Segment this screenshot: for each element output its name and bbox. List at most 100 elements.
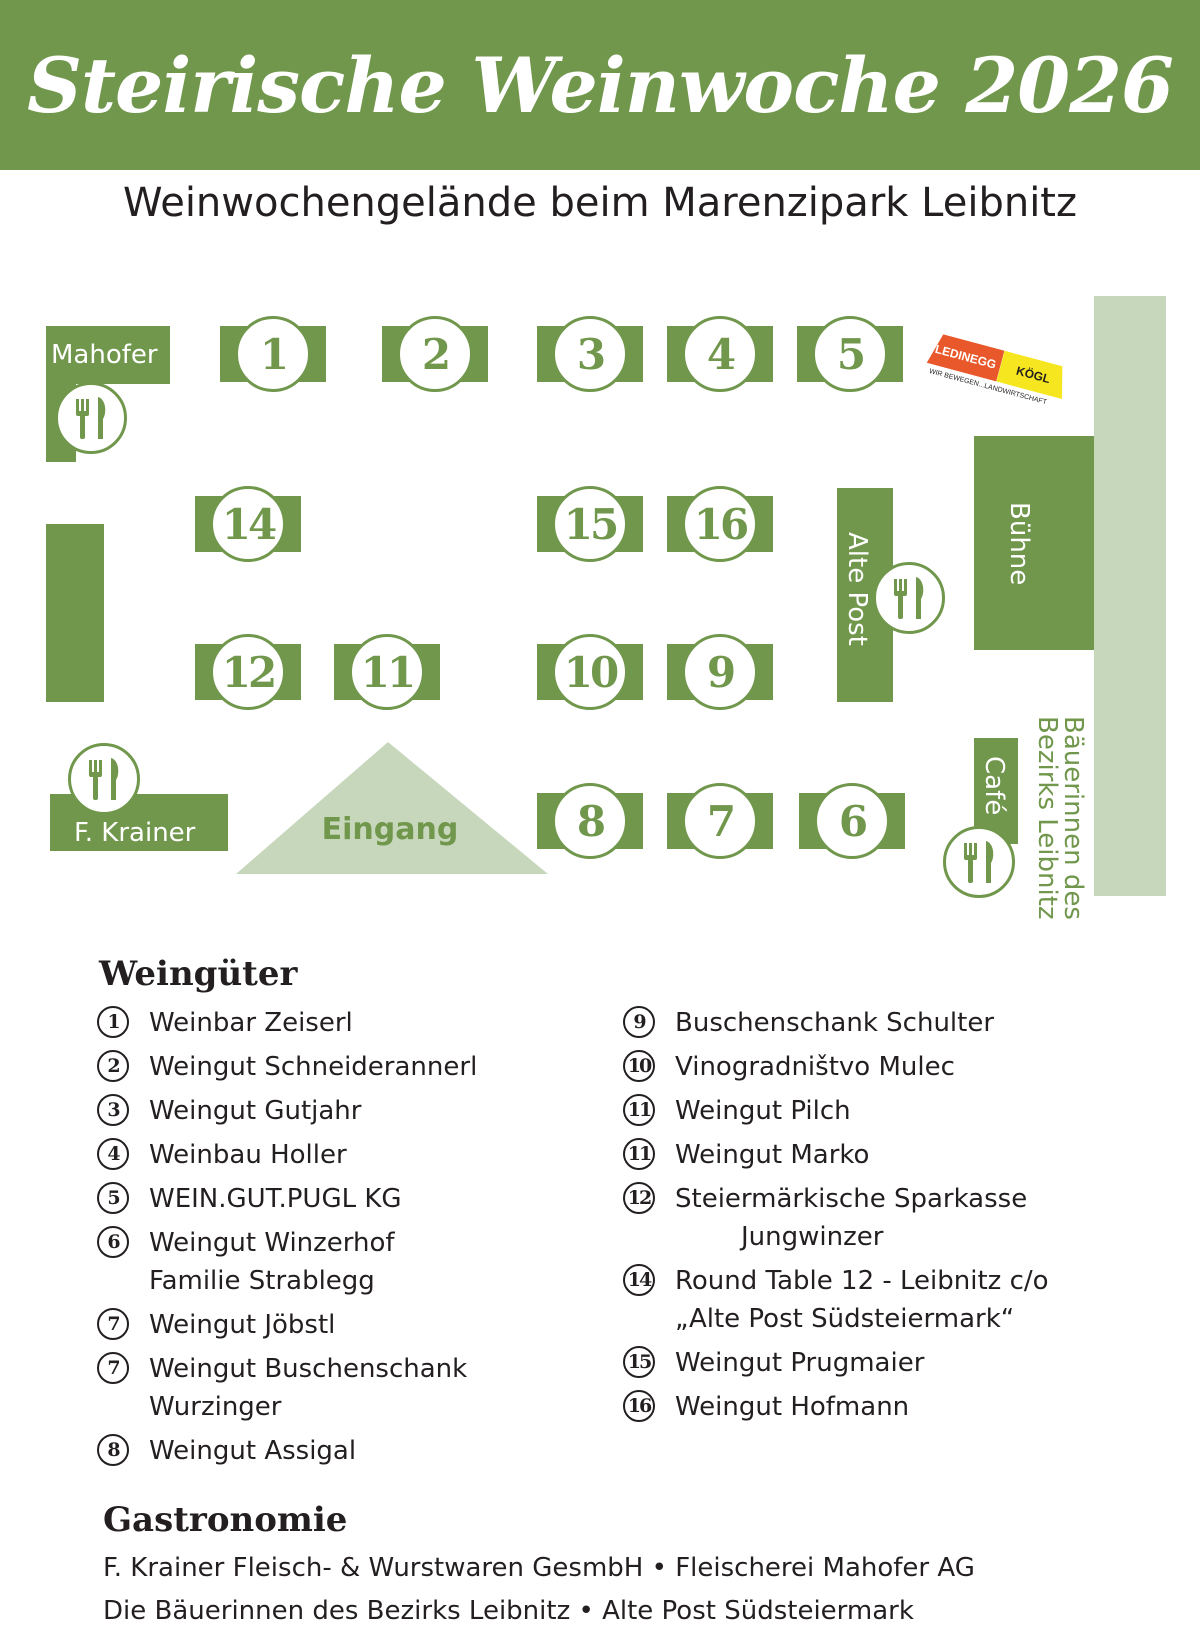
stand-7: 7: [667, 783, 773, 859]
list-item: 2 Weingut Schneiderannerl: [97, 1048, 597, 1086]
right-boundary-strip: [1094, 296, 1166, 896]
list-item: 15 Weingut Prugmaier: [623, 1344, 1183, 1382]
left-stand-block: [46, 524, 104, 702]
list-item: 3 Weingut Gutjahr: [97, 1092, 597, 1130]
winery-name: Weingut Prugmaier: [675, 1348, 925, 1378]
stand-14: 14: [195, 486, 301, 562]
winery-name-cont: Familie Strablegg: [149, 1266, 375, 1296]
stand-number: 2: [397, 316, 473, 392]
list-item: 9 Buschenschank Schulter: [623, 1004, 1183, 1042]
winery-name-cont: Wurzinger: [149, 1392, 282, 1422]
baeuerinnen-label-line1: Bäuerinnen des: [1058, 716, 1088, 920]
stand-number-icon: 8: [97, 1434, 129, 1466]
stand-2: 2: [382, 316, 488, 392]
stand-number: 11: [349, 634, 425, 710]
winery-name: Steiermärkische Sparkasse: [675, 1184, 1028, 1214]
stand-16: 16: [667, 486, 773, 562]
list-item: 5 WEIN.GUT.PUGL KG: [97, 1180, 597, 1218]
entrance-label: Eingang: [321, 812, 459, 847]
stand-9: 9: [667, 634, 773, 710]
fork-knife-icon: [943, 826, 1015, 898]
site-map: Mahofer F. Krainer Eingang 1 2 3 4 5 LED…: [46, 296, 1166, 920]
stand-number: 10: [552, 634, 628, 710]
stand-number: 15: [552, 486, 628, 562]
winery-name: Weingut Jöbstl: [149, 1310, 336, 1340]
winery-name: Weingut Gutjahr: [149, 1096, 362, 1126]
stand-number-icon: 1: [97, 1006, 129, 1038]
stand-number: 7: [682, 783, 758, 859]
weingueter-list-right: 9 Buschenschank Schulter 10 Vinogradništvo…: [623, 1004, 1183, 1432]
stand-10: 10: [537, 634, 643, 710]
winery-name: Weinbau Holler: [149, 1140, 347, 1170]
gastronomie-line-2: Die Bäuerinnen des Bezirks Leibnitz • Al…: [103, 1596, 914, 1626]
list-item: 10 Vinogradništvo Mulec: [623, 1048, 1183, 1086]
stand-number-icon: 6: [97, 1226, 129, 1258]
stand-number: 9: [682, 634, 758, 710]
stand-number-icon: 4: [97, 1138, 129, 1170]
winery-name: WEIN.GUT.PUGL KG: [149, 1184, 402, 1214]
stand-number: 5: [812, 316, 888, 392]
krainer-label: F. Krainer: [74, 818, 196, 848]
title-banner: Steirische Weinwoche 2026: [0, 0, 1200, 170]
winery-name: Weingut Buschenschank: [149, 1354, 468, 1384]
list-item: 1 Weinbar Zeiserl: [97, 1004, 597, 1042]
weingueter-heading: Weingüter: [99, 954, 298, 994]
stand-number-icon: 5: [97, 1182, 129, 1214]
winery-name: Weingut Assigal: [149, 1436, 357, 1466]
stand-number-icon: 9: [623, 1006, 655, 1038]
stand-number: 12: [210, 634, 286, 710]
stand-6: 6: [799, 783, 905, 859]
gastronomie-line-1: F. Krainer Fleisch- & Wurstwaren GesmbH …: [103, 1553, 975, 1583]
list-item: 8 Weingut Assigal: [97, 1432, 597, 1470]
stand-number-icon: 15: [623, 1346, 655, 1378]
stand-12: 12: [195, 634, 301, 710]
stand-11: 11: [334, 634, 440, 710]
stand-5: 5: [797, 316, 903, 392]
fork-knife-icon: [55, 382, 127, 454]
winery-name: Weinbar Zeiserl: [149, 1008, 353, 1038]
winery-name: Weingut Winzerhof: [149, 1228, 395, 1258]
page-title: Steirische Weinwoche 2026: [27, 40, 1174, 130]
stand-number-icon: 2: [97, 1050, 129, 1082]
gastronomie-heading: Gastronomie: [103, 1500, 348, 1540]
winery-name: Weingut Schneiderannerl: [149, 1052, 478, 1082]
stand-number-icon: 10: [623, 1050, 655, 1082]
winery-name-cont: „Alte Post Südsteiermark“: [675, 1304, 1015, 1334]
stand-number-icon: 3: [97, 1094, 129, 1126]
stand-number: 1: [235, 316, 311, 392]
winery-name: Vinogradništvo Mulec: [675, 1052, 955, 1082]
winery-name: Weingut Pilch: [675, 1096, 851, 1126]
winery-name-cont: Jungwinzer: [741, 1222, 884, 1252]
baeuerinnen-label-line2: Bezirks Leibnitz: [1032, 716, 1062, 920]
stand-number-icon: 7: [97, 1352, 129, 1384]
stand-number-icon: 7: [97, 1308, 129, 1340]
stand-number: 3: [552, 316, 628, 392]
stand-4: 4: [667, 316, 773, 392]
stage-area: [974, 436, 1094, 650]
stand-number-icon: 16: [623, 1390, 655, 1422]
stand-number: 8: [552, 783, 628, 859]
stand-number-icon: 14: [623, 1264, 655, 1296]
stand-3: 3: [537, 316, 643, 392]
stand-number: 4: [682, 316, 758, 392]
alte-post-label: Alte Post: [842, 532, 872, 646]
stand-number-icon: 11: [623, 1138, 655, 1170]
mahofer-label: Mahofer: [51, 340, 158, 370]
stand-number: 6: [814, 783, 890, 859]
page-subtitle: Weinwochengelände beim Marenzipark Leibn…: [123, 180, 1077, 226]
stand-15: 15: [537, 486, 643, 562]
cafe-label: Café: [979, 756, 1009, 816]
fork-knife-icon: [68, 743, 140, 815]
list-item: 7 Weingut Jöbstl: [97, 1306, 597, 1344]
stand-8: 8: [537, 783, 643, 859]
fork-knife-icon: [873, 562, 945, 634]
winery-name: Buschenschank Schulter: [675, 1008, 995, 1038]
stand-number: 14: [210, 486, 286, 562]
